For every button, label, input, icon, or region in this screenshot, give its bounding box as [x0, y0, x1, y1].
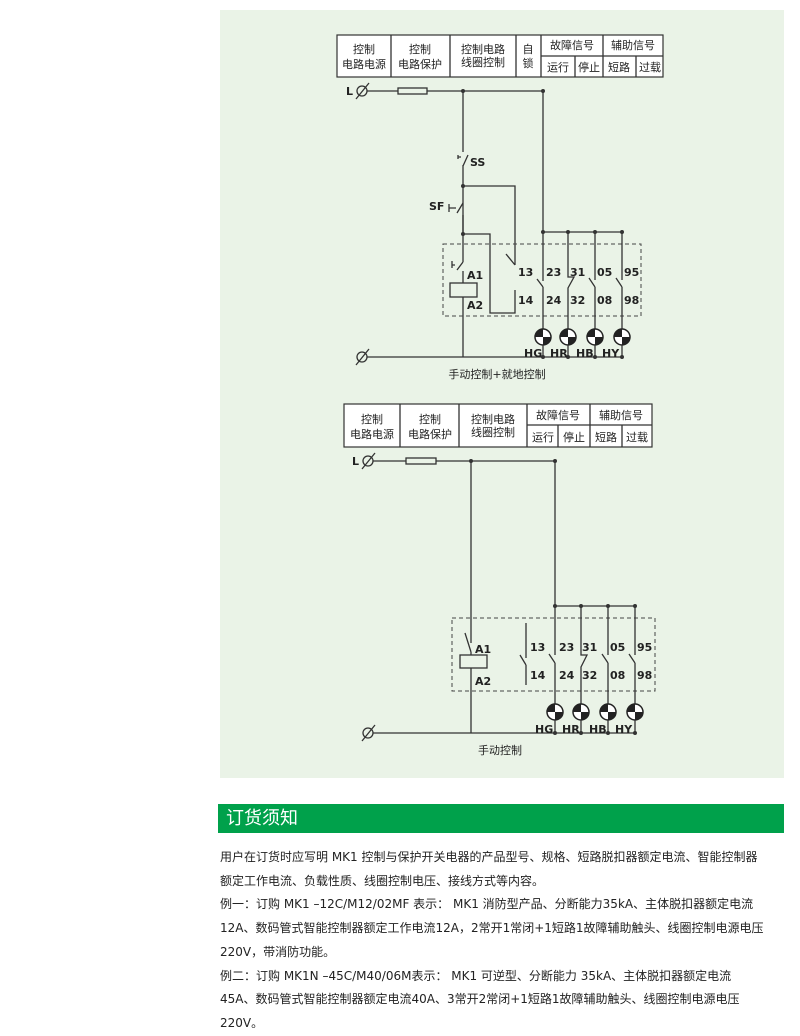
contact-label: 05	[610, 641, 625, 654]
table-cell: 控制电路	[461, 42, 505, 56]
text-line: 用户在订货时应写明 MK1 控制与保护开关电器的产品型号、规格、短路脱扣器额定电…	[220, 850, 758, 864]
contact-label: 98	[637, 669, 652, 682]
table-cell: 故障信号	[550, 38, 594, 52]
text-line: 45A、数码管式智能控制器额定电流40A、3常开2常闭+1短路1故障辅助触头、线…	[220, 992, 740, 1007]
contact-label: 13	[518, 266, 533, 279]
section-heading: 订货须知	[218, 804, 784, 833]
diagram-1-header-table: 控制 电路电源 控制 电路保护 控制电路 线圈控制 自 锁 故障信号 辅助信号 …	[336, 34, 664, 78]
table-cell: 辅助信号	[599, 408, 643, 422]
text-line: 220V，带消防功能。	[220, 944, 336, 959]
text-line: 12A、数码管式智能控制器额定工作电流12A，2常开1常闭+1短路1故障辅助触头…	[220, 921, 764, 936]
indicator-lamp-icon	[626, 703, 644, 735]
terminal-icon	[356, 351, 368, 363]
table-cell: 控制电路	[471, 412, 515, 426]
table-cell: 自	[523, 43, 534, 56]
contact-label: 32	[582, 669, 597, 682]
indicator-lamp-icon	[534, 328, 552, 359]
indicator-lamp-icon	[546, 703, 564, 735]
table-cell: 电路保护	[408, 427, 452, 441]
table-cell: 运行	[532, 431, 554, 444]
table-cell: 线圈控制	[471, 425, 515, 439]
diagram-caption: 手动控制	[478, 743, 522, 757]
contact-label: 05	[597, 266, 612, 279]
table-cell: 短路	[595, 430, 617, 444]
table-cell: 控制	[361, 412, 383, 426]
table-cell: 辅助信号	[611, 38, 655, 52]
terminal-label: A1	[475, 643, 491, 656]
text-line: 例二：订购 MK1N –45C/M40/06M表示： MK1 可逆型、分断能力 …	[220, 968, 732, 983]
lamp-label: HG	[535, 723, 553, 736]
table-cell: 过载	[626, 431, 648, 444]
table-cell: 停止	[563, 430, 585, 444]
lamp-label: HY	[602, 347, 620, 360]
lamp-label: HB	[589, 723, 607, 736]
table-cell: 电路电源	[342, 57, 386, 71]
contact-label: 95	[624, 266, 639, 279]
indicator-lamp-icon	[613, 328, 631, 359]
contact-label: 14	[530, 669, 546, 682]
fuse-icon	[397, 87, 428, 95]
table-cell: 电路电源	[350, 427, 394, 441]
lamp-label: HG	[524, 347, 542, 360]
lamp-label: HR	[562, 723, 580, 736]
fuse-icon	[405, 457, 437, 465]
lamp-label: HY	[615, 723, 633, 736]
table-cell: 电路保护	[398, 57, 442, 71]
diagram-caption: 手动控制+就地控制	[448, 367, 545, 381]
terminal-label: A1	[467, 269, 483, 282]
terminal-icon	[362, 727, 374, 739]
table-cell: 锁	[523, 56, 534, 70]
table-cell: 控制	[409, 42, 431, 56]
contact-label: 98	[624, 294, 639, 307]
diagram-2: 控制 电路电源 控制 电路保护 控制电路 线圈控制 故障信号 辅助信号 运行 停…	[343, 403, 656, 757]
table-cell: 运行	[547, 61, 569, 74]
text-line: 220V。	[220, 1015, 264, 1030]
contact-label: 24	[559, 669, 575, 682]
coil-icon	[449, 282, 478, 298]
contact-label: 32	[570, 294, 585, 307]
table-cell: 停止	[578, 60, 600, 74]
terminal-label: L	[352, 455, 359, 468]
text-line: 额定工作电流、负载性质、线圈控制电压、接线方式等内容。	[220, 873, 545, 888]
diagram-1: 控制 电路电源 控制 电路保护 控制电路 线圈控制 自 锁 故障信号 辅助信号 …	[336, 34, 664, 381]
switch-label: SS	[470, 156, 485, 169]
wiring-diagrams: 控制 电路电源 控制 电路保护 控制电路 线圈控制 自 锁 故障信号 辅助信号 …	[336, 34, 664, 757]
indicator-lamp-icon	[572, 703, 590, 735]
table-cell: 控制	[419, 412, 441, 426]
diagram-panel	[220, 10, 784, 778]
table-cell: 短路	[608, 60, 630, 74]
device-boundary	[442, 243, 642, 317]
device-boundary	[451, 617, 656, 692]
contact-label: 24	[546, 294, 562, 307]
terminal-label: A2	[467, 299, 483, 312]
diagram-2-wiring: L A1 A2 13 23 31	[352, 452, 656, 757]
terminal-label: A2	[475, 675, 491, 688]
diagram-1-wiring: L SS SF A1 A2	[346, 82, 642, 381]
diagram-2-header-table: 控制 电路电源 控制 电路保护 控制电路 线圈控制 故障信号 辅助信号 运行 停…	[343, 403, 653, 448]
contact-label: 31	[570, 266, 585, 279]
contact-label: 14	[518, 294, 534, 307]
indicator-lamp-icon	[559, 328, 577, 359]
table-cell: 线圈控制	[461, 55, 505, 69]
terminal-label: L	[346, 85, 353, 98]
indicator-lamp-icon	[599, 703, 617, 735]
contact-label: 13	[530, 641, 545, 654]
table-cell: 故障信号	[536, 408, 580, 422]
contact-label: 31	[582, 641, 597, 654]
coil-icon	[459, 654, 488, 669]
lamp-label: HR	[550, 347, 568, 360]
indicator-lamp-icon	[586, 328, 604, 359]
text-line: 例一：订购 MK1 –12C/M12/02MF 表示： MK1 消防型产品、分断…	[220, 897, 754, 912]
contact-label: 95	[637, 641, 652, 654]
switch-label: SF	[429, 200, 444, 213]
contact-label: 08	[597, 294, 612, 307]
contact-label: 08	[610, 669, 625, 682]
table-cell: 过载	[639, 61, 661, 74]
ordering-text: 用户在订货时应写明 MK1 控制与保护开关电器的产品型号、规格、短路脱扣器额定电…	[220, 846, 790, 1036]
table-cell: 控制	[353, 42, 375, 56]
contact-label: 23	[546, 266, 561, 279]
lamp-label: HB	[576, 347, 594, 360]
contact-label: 23	[559, 641, 574, 654]
